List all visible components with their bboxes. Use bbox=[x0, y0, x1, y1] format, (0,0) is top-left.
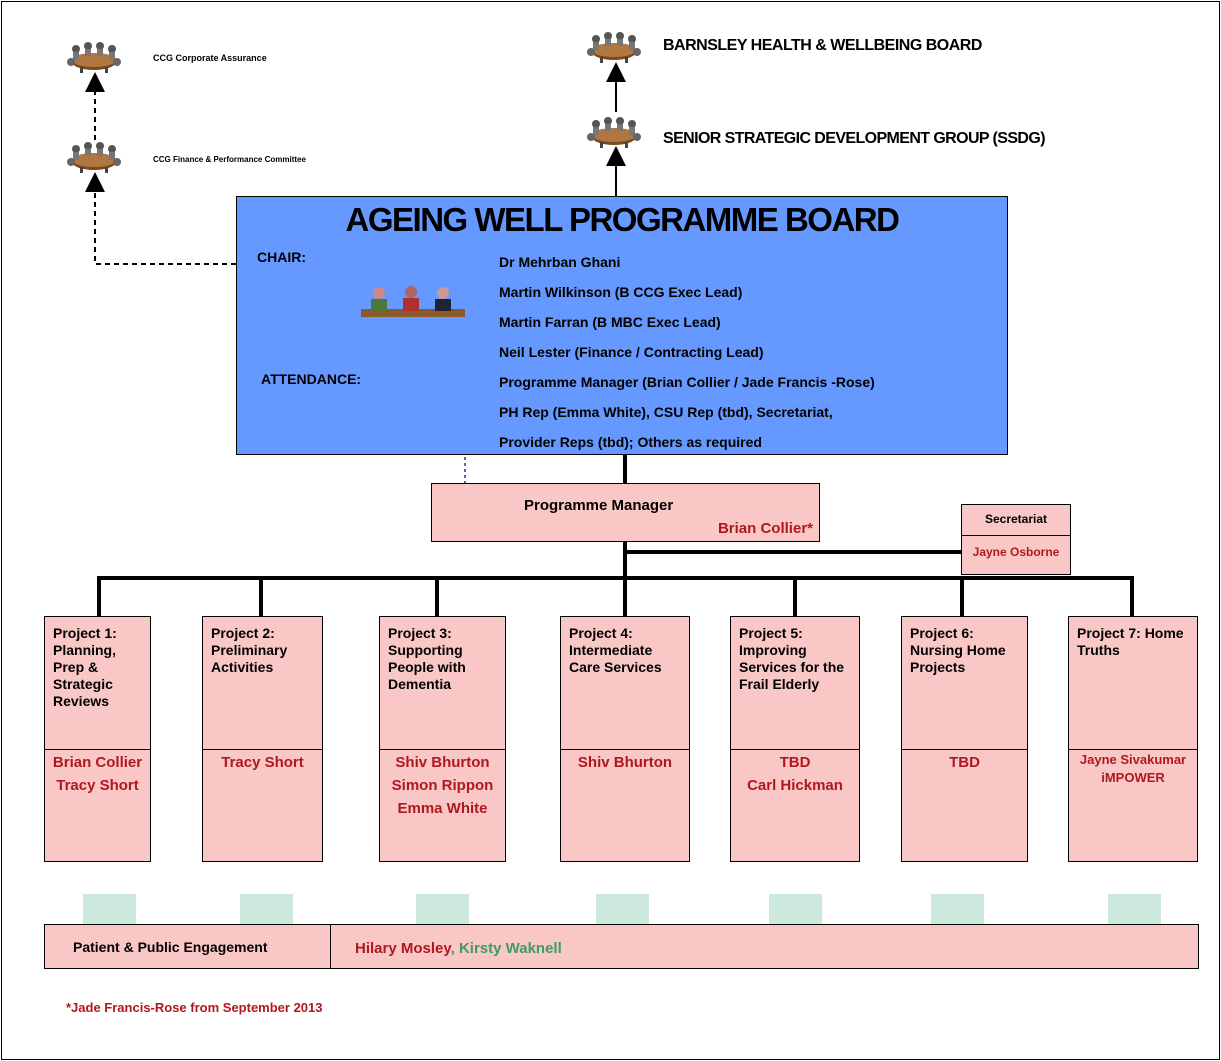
connector bbox=[623, 455, 627, 484]
project-box: Project 6: Nursing Home Projects TBD bbox=[901, 616, 1028, 862]
programme-manager-box: Programme Manager Brian Collier* bbox=[431, 483, 820, 542]
project-leads: TBD bbox=[902, 751, 1027, 774]
project-title: Project 1: Planning, Prep & Strategic Re… bbox=[45, 617, 150, 750]
programme-manager-name: Brian Collier* bbox=[717, 520, 813, 537]
footnote: *Jade Francis-Rose from September 2013 bbox=[66, 1000, 323, 1015]
project-box: Project 5: Improving Services for the Fr… bbox=[730, 616, 860, 862]
secretariat-box: Secretariat Jayne Osborne bbox=[961, 504, 1071, 575]
engagement-label: Patient & Public Engagement bbox=[73, 939, 268, 955]
project-box: Project 2: Preliminary Activities Tracy … bbox=[202, 616, 323, 862]
project-lead: Emma White bbox=[397, 800, 488, 817]
programme-manager-label: Programme Manager bbox=[524, 497, 674, 514]
engagement-row: Patient & Public Engagement Hilary Mosle… bbox=[44, 924, 1199, 969]
project-box: Project 3: Supporting People with Dement… bbox=[379, 616, 506, 862]
project-box: Project 7: Home Truths Jayne Sivakumar i… bbox=[1068, 616, 1198, 862]
project-leads: Shiv Bhurton Simon Rippon Emma White bbox=[380, 751, 505, 820]
project-lead: Shiv Bhurton bbox=[395, 754, 490, 771]
board-members: Dr Mehrban Ghani Martin Wilkinson (B CCG… bbox=[499, 247, 875, 457]
connector bbox=[435, 576, 439, 616]
engagement-link-tab bbox=[769, 894, 822, 924]
project-box: Project 4: Intermediate Care Services Sh… bbox=[560, 616, 690, 862]
project-lead: iMPOWER bbox=[1101, 770, 1165, 785]
project-lead: Tracy Short bbox=[221, 754, 304, 771]
secretariat-name: Jayne Osborne bbox=[972, 545, 1060, 559]
engagement-link-tab bbox=[596, 894, 649, 924]
project-title: Project 6: Nursing Home Projects bbox=[902, 617, 1027, 750]
connector bbox=[259, 576, 263, 616]
connector bbox=[623, 542, 627, 578]
project-title: Project 2: Preliminary Activities bbox=[203, 617, 322, 750]
people-at-desk-icon bbox=[361, 286, 465, 317]
engagement-link-tab bbox=[931, 894, 984, 924]
project-title: Project 4: Intermediate Care Services bbox=[561, 617, 689, 750]
board-title: AGEING WELL PROGRAMME BOARD bbox=[345, 201, 900, 238]
secretariat-label: Secretariat bbox=[984, 512, 1048, 526]
project-lead: Carl Hickman bbox=[747, 777, 843, 794]
divider bbox=[962, 535, 1070, 536]
project-leads: Shiv Bhurton bbox=[561, 751, 689, 774]
project-leads: Tracy Short bbox=[203, 751, 322, 774]
project-title: Project 5: Improving Services for the Fr… bbox=[731, 617, 859, 750]
board-member: Programme Manager (Brian Collier / Jade … bbox=[499, 374, 875, 390]
ssdg-label: SENIOR STRATEGIC DEVELOPMENT GROUP (SSDG… bbox=[663, 130, 1046, 147]
board-member: Martin Wilkinson (B CCG Exec Lead) bbox=[499, 284, 743, 300]
ccg-finance-committee-label: CCG Finance & Performance Committee bbox=[153, 155, 306, 164]
board-member: PH Rep (Emma White), CSU Rep (tbd), Secr… bbox=[499, 404, 833, 420]
health-wellbeing-board-label: BARNSLEY HEALTH & WELLBEING BOARD bbox=[663, 37, 982, 54]
project-box: Project 1: Planning, Prep & Strategic Re… bbox=[44, 616, 151, 862]
board-member: Neil Lester (Finance / Contracting Lead) bbox=[499, 344, 764, 360]
programme-board: AGEING WELL PROGRAMME BOARD CHAIR: ATTEN… bbox=[236, 196, 1008, 455]
engagement-lead: Hilary Mosley bbox=[355, 940, 451, 957]
connector bbox=[960, 576, 964, 616]
engagement-link-tab bbox=[416, 894, 469, 924]
engagement-link-tab bbox=[240, 894, 293, 924]
project-lead: TBD bbox=[949, 754, 980, 771]
engagement-link-tab bbox=[83, 894, 136, 924]
project-title: Project 3: Supporting People with Dement… bbox=[380, 617, 505, 750]
ccg-corporate-assurance-label: CCG Corporate Assurance bbox=[153, 53, 267, 63]
project-title: Project 7: Home Truths bbox=[1069, 617, 1197, 750]
divider bbox=[330, 925, 331, 968]
project-lead: Tracy Short bbox=[56, 777, 139, 794]
board-member: Dr Mehrban Ghani bbox=[499, 254, 621, 270]
engagement-names: Hilary Mosley, Kirsty Waknell bbox=[355, 940, 562, 957]
project-leads: TBD Carl Hickman bbox=[731, 751, 859, 797]
engagement-lead: Kirsty Waknell bbox=[458, 940, 562, 957]
board-member: Provider Reps (tbd); Others as required bbox=[499, 434, 762, 450]
connector bbox=[97, 576, 1134, 580]
connector bbox=[97, 576, 101, 616]
project-lead: Jayne Sivakumar bbox=[1079, 752, 1187, 767]
attendance-label: ATTENDANCE: bbox=[261, 371, 362, 387]
project-leads: Jayne Sivakumar iMPOWER bbox=[1069, 751, 1197, 787]
separator: , bbox=[450, 940, 455, 957]
board-member: Martin Farran (B MBC Exec Lead) bbox=[499, 314, 721, 330]
connector bbox=[625, 550, 961, 554]
project-lead: Brian Collier bbox=[52, 754, 143, 771]
project-lead: TBD bbox=[779, 754, 811, 771]
connector bbox=[1130, 576, 1134, 616]
project-leads: Brian Collier Tracy Short bbox=[45, 751, 150, 797]
connector bbox=[623, 576, 627, 616]
connector bbox=[793, 576, 797, 616]
project-lead: Simon Rippon bbox=[391, 777, 494, 794]
project-lead: Shiv Bhurton bbox=[577, 754, 673, 771]
chair-label: CHAIR: bbox=[257, 249, 306, 265]
engagement-link-tab bbox=[1108, 894, 1161, 924]
